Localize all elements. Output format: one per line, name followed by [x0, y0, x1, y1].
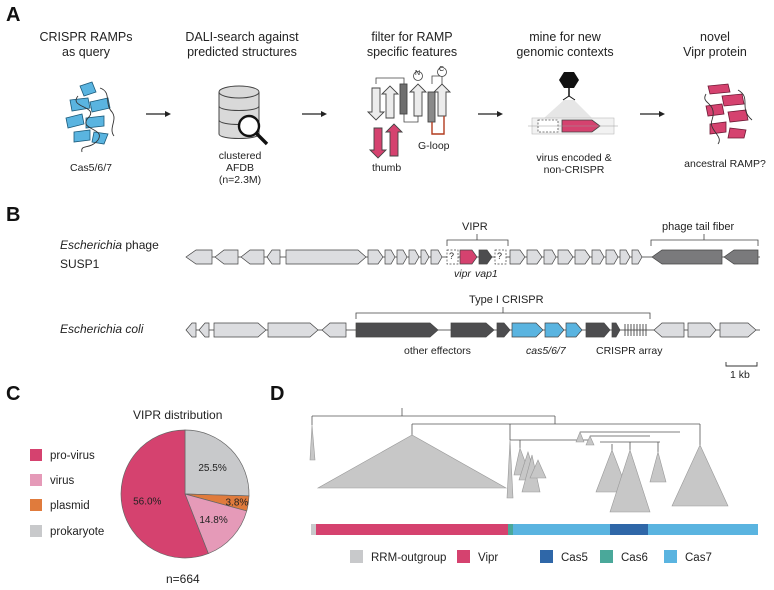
n-terminus-label: N — [415, 70, 421, 77]
phage-strain: SUSP1 — [60, 257, 100, 271]
c-terminus-label: C — [439, 66, 445, 73]
legend-label: virus — [50, 475, 75, 487]
legend-swatch — [600, 550, 613, 563]
crispr-bracket-label: Type I CRISPR — [469, 294, 544, 306]
legend-pro-virus: pro-virus — [30, 449, 95, 462]
cas-genes-label: cas5/6/7 — [526, 345, 566, 357]
legend-prokaryote: prokaryote — [30, 525, 104, 538]
pie-label-virus: 14.8% — [199, 515, 227, 526]
vipr-gene-label: vipr — [454, 268, 471, 280]
d-legend-cas7: Cas7 — [664, 550, 712, 564]
phage-genus: Escherichia — [60, 238, 123, 252]
arrow-4-icon — [640, 111, 665, 117]
database-search-icon — [218, 85, 269, 146]
legend-label: RRM-outgroup — [371, 552, 447, 564]
genomic-context-icon — [528, 72, 618, 135]
panel-d-letter: D — [270, 383, 285, 405]
pie-label-plasmid: 3.8% — [225, 497, 248, 508]
legend-label: Cas6 — [621, 552, 648, 564]
legend-plasmid: plasmid — [30, 499, 90, 512]
legend-label: prokaryote — [50, 526, 105, 538]
scale-bar-label: 1 kb — [730, 369, 750, 381]
legend-virus: virus — [30, 474, 74, 487]
d-legend-rrm: RRM-outgroup — [350, 550, 446, 564]
pie-n-label: n=664 — [166, 572, 200, 586]
step3-title: filter for RAMP specific features — [366, 30, 458, 59]
legend-label: Cas7 — [685, 552, 712, 564]
step2-caption: clustered AFDB (n=2.3M) — [218, 150, 262, 186]
arrow-3-icon — [478, 111, 503, 117]
legend-swatch — [30, 499, 42, 511]
gene-arrow — [185, 249, 213, 265]
step1-caption: Cas5/6/7 — [69, 162, 113, 174]
thumb-label: thumb — [372, 162, 402, 174]
vap1-gene-label: vap1 — [475, 268, 498, 280]
pie-label-pro-virus: 56.0% — [133, 497, 161, 508]
legend-swatch — [30, 474, 42, 486]
ramp-protein-structure-icon — [65, 81, 115, 153]
crispr-array-label: CRISPR array — [596, 345, 663, 357]
arrow-1-icon — [146, 111, 171, 117]
legend-swatch — [30, 449, 42, 461]
legend-swatch — [664, 550, 677, 563]
step4-caption: virus encoded & non-CRISPR — [536, 152, 612, 176]
legend-swatch — [350, 550, 363, 563]
step5-title: novel Vipr protein — [683, 30, 747, 59]
step5-caption: ancestral RAMP? — [684, 158, 766, 170]
pie-slice-pro-virus — [120, 429, 209, 559]
unknown-gene-2: ? — [497, 251, 503, 261]
d-legend-vipr: Vipr — [457, 550, 498, 564]
pie-slice-prokaryote — [184, 429, 250, 497]
pie-label-prokaryote: 25.5% — [198, 463, 226, 474]
d-legend-cas6: Cas6 — [600, 550, 648, 564]
step2-title: DALI-search against predicted structures — [185, 30, 299, 59]
step1-title: CRISPR RAMPs as query — [39, 30, 133, 59]
vipr-protein-structure-icon — [704, 83, 753, 145]
legend-swatch — [457, 550, 470, 563]
g-loop-label: G-loop — [418, 140, 450, 152]
unknown-gene-1: ? — [449, 251, 455, 261]
pie-slice-virus — [184, 493, 248, 555]
legend-label: Cas5 — [561, 552, 588, 564]
vipr-bracket-label: VIPR — [462, 221, 488, 233]
step4-title: mine for new genomic contexts — [516, 30, 614, 59]
legend-swatch — [30, 525, 42, 537]
legend-swatch — [540, 550, 553, 563]
phage-name-line1: Escherichia phage — [60, 238, 159, 252]
ecoli-label: Escherichia coli — [60, 322, 144, 336]
pie-title: VIPR distribution — [133, 408, 223, 422]
panel-b-letter: B — [6, 204, 21, 226]
gene-maps — [185, 234, 760, 367]
other-effectors-label: other effectors — [404, 345, 471, 357]
legend-label: Vipr — [478, 552, 499, 564]
legend-label: pro-virus — [50, 450, 95, 462]
arrow-2-icon — [302, 111, 327, 117]
ramp-topology-icon — [366, 67, 452, 159]
panel-a-letter: A — [6, 4, 21, 26]
panel-c-letter: C — [6, 383, 21, 405]
d-legend-cas5: Cas5 — [540, 550, 588, 564]
tail-fiber-label: phage tail fiber — [662, 221, 735, 233]
legend-label: plasmid — [50, 500, 90, 512]
phage-rest: phage — [125, 238, 159, 252]
vipr-pie-chart: 25.5% 3.8% 14.8% 56.0% — [120, 429, 250, 559]
